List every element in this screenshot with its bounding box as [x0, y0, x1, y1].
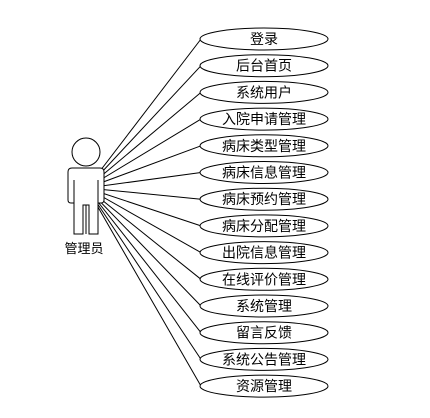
association-line [86, 187, 202, 307]
use-case-ellipse [199, 347, 329, 371]
use-case-ellipse [199, 54, 329, 78]
use-case-label: 病床分配管理 [222, 219, 306, 235]
use-case-ellipse [199, 321, 329, 345]
use-case-ellipse [199, 241, 329, 265]
use-case-ellipse [199, 294, 329, 318]
use-case: 系统用户 [199, 80, 329, 104]
association-line [86, 118, 202, 189]
use-case-label: 登录 [250, 32, 278, 48]
use-case-list: 登录后台首页系统用户入院申请管理病床类型管理病床信息管理病床预约管理病床分配管理… [199, 27, 329, 398]
association-line [86, 187, 202, 200]
use-case: 入院申请管理 [199, 107, 329, 131]
association-line [86, 65, 202, 189]
association-line [86, 38, 202, 189]
use-case-ellipse [199, 27, 329, 51]
actor-administrator: 管理员 [64, 137, 105, 257]
association-line [86, 187, 202, 227]
use-case: 病床预约管理 [199, 187, 329, 211]
actor-name: 管理员 [64, 242, 103, 257]
use-case-ellipse [199, 134, 329, 158]
use-case: 系统公告管理 [199, 347, 329, 371]
association-line [86, 187, 202, 254]
association-line [86, 187, 202, 334]
association-line [86, 187, 202, 387]
use-case-label: 系统用户 [236, 84, 292, 101]
use-case: 在线评价管理 [199, 267, 329, 291]
use-case: 出院信息管理 [199, 241, 329, 265]
association-line [86, 187, 202, 280]
use-case-label: 在线评价管理 [222, 272, 306, 288]
use-case-ellipse [199, 107, 329, 131]
use-case-label: 病床信息管理 [222, 165, 306, 182]
use-case-label: 系统管理 [236, 299, 292, 315]
association-line [86, 172, 202, 189]
use-case-label: 病床类型管理 [222, 139, 306, 155]
stick-figure-icon [67, 137, 105, 235]
actor-head [71, 137, 101, 167]
use-case-label: 病床预约管理 [222, 192, 306, 208]
use-case-label: 后台首页 [236, 59, 292, 75]
use-case-label: 留言反馈 [236, 326, 292, 342]
use-case-label: 资源管理 [236, 379, 292, 395]
use-case: 资源管理 [199, 374, 329, 398]
use-case: 病床类型管理 [199, 134, 329, 158]
use-case-ellipse [199, 161, 329, 184]
use-case-ellipse [199, 374, 329, 398]
use-case: 病床信息管理 [199, 161, 329, 184]
use-case: 病床分配管理 [199, 214, 329, 238]
use-case-label: 出院信息管理 [222, 245, 306, 262]
use-case-ellipse [199, 80, 329, 104]
association-line [86, 145, 202, 189]
use-case-label: 入院申请管理 [222, 112, 306, 128]
use-case-label: 系统公告管理 [222, 352, 306, 368]
association-lines [86, 38, 202, 387]
use-case: 后台首页 [199, 54, 329, 78]
use-case: 登录 [199, 27, 329, 51]
use-case: 留言反馈 [199, 321, 329, 345]
use-case: 系统管理 [199, 294, 329, 318]
actor-body [67, 167, 105, 235]
use-case-ellipse [199, 267, 329, 291]
association-line [86, 92, 202, 189]
use-case-ellipse [199, 187, 329, 211]
use-case-ellipse [199, 214, 329, 238]
association-line [86, 187, 202, 360]
